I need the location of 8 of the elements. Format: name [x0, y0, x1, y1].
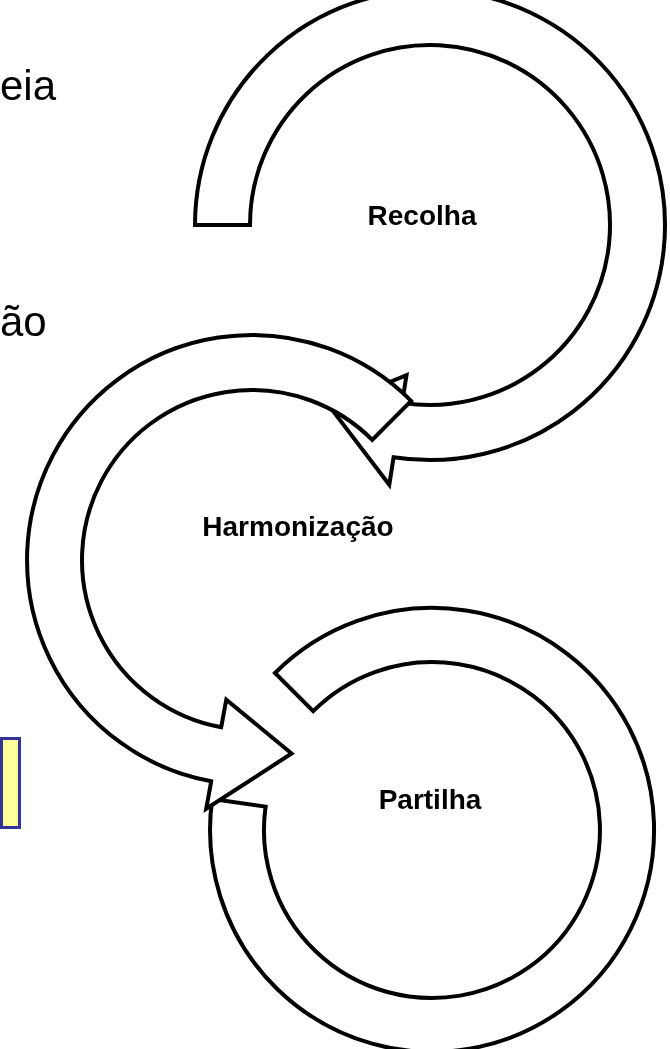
- curved-arrow: [193, 0, 667, 487]
- stage-label: Partilha: [378, 784, 482, 816]
- stage-label: Harmonização: [202, 511, 394, 543]
- text-fragment: eia: [0, 62, 57, 110]
- note-box: [0, 737, 21, 829]
- curved-arrow: [25, 333, 414, 811]
- stage-label: Recolha: [367, 200, 477, 232]
- text-fragment: ão: [0, 298, 47, 346]
